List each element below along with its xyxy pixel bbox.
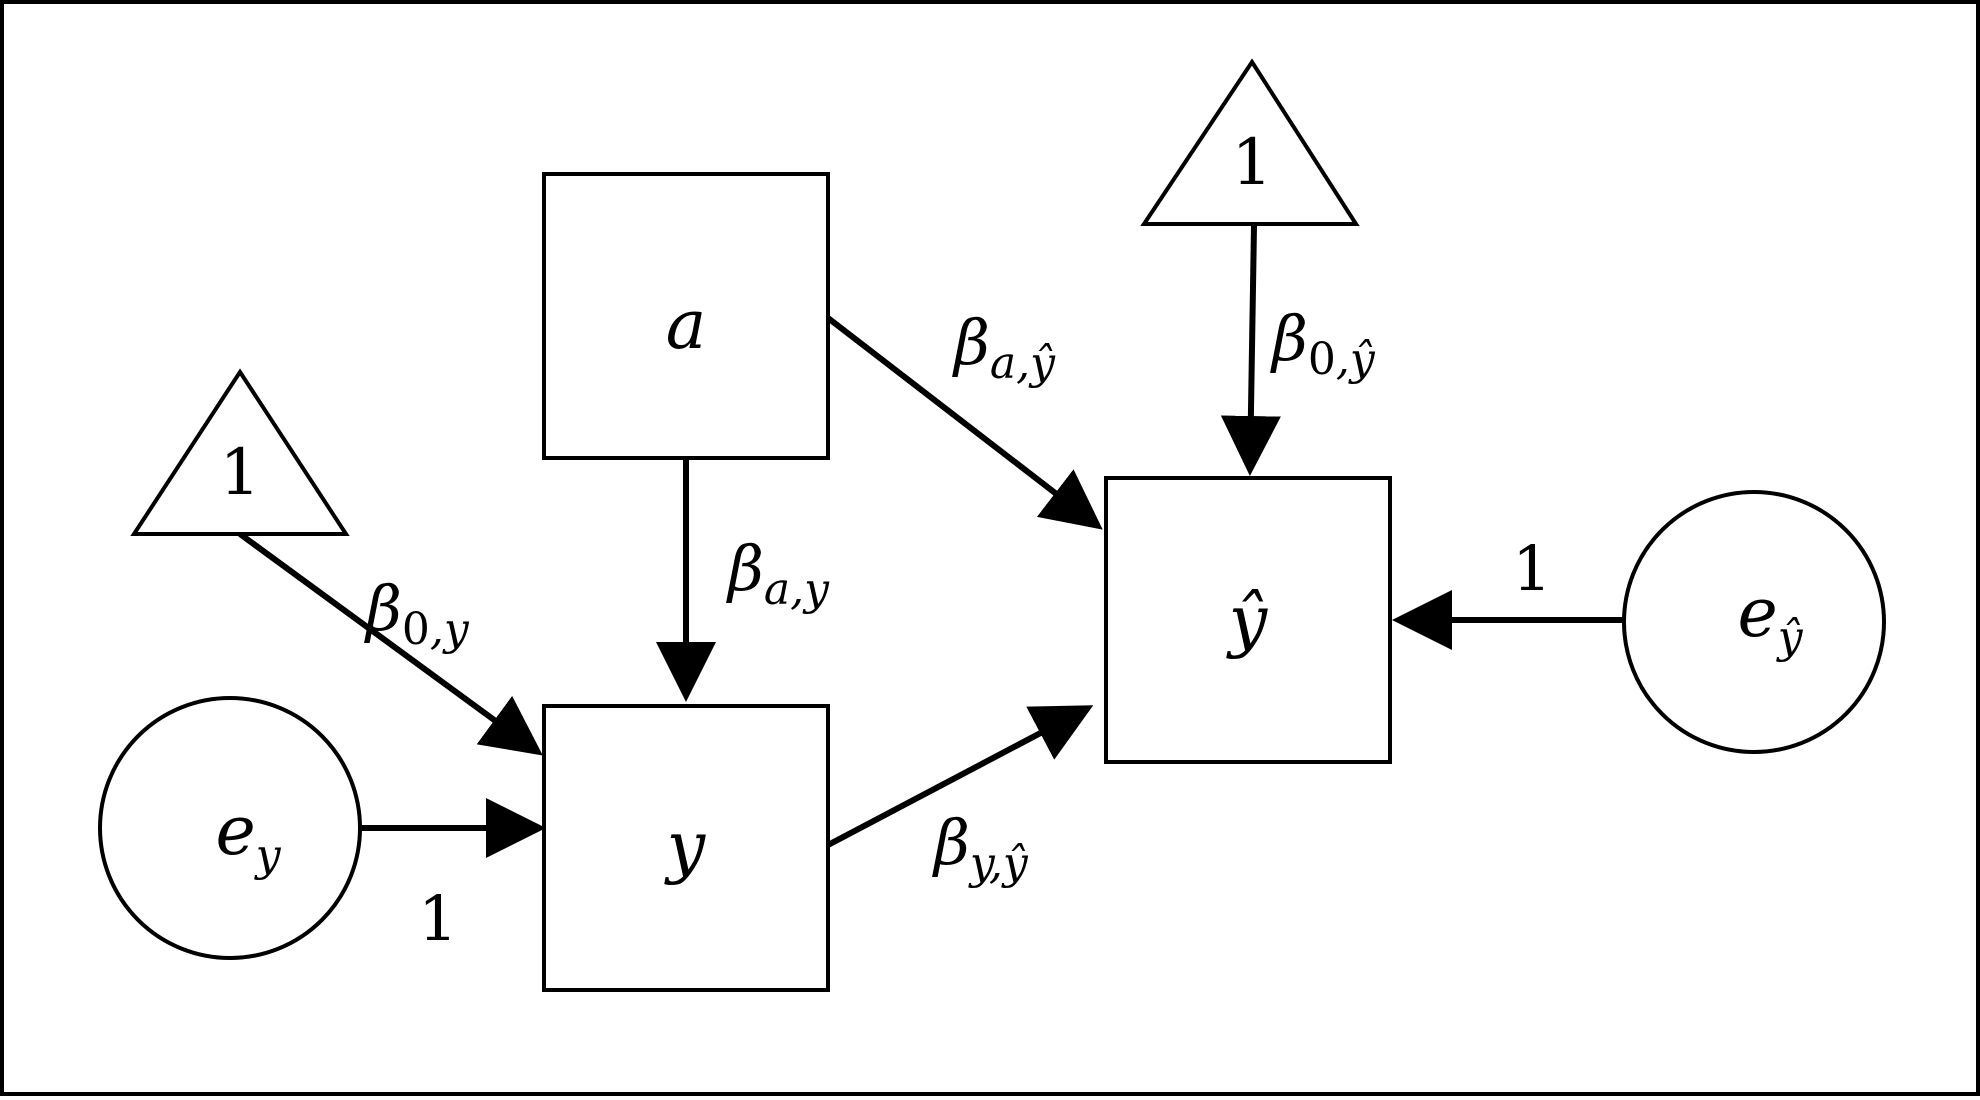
constant-y-label: 1 <box>220 436 261 510</box>
variable-a-label: a <box>666 286 707 365</box>
coef-a-y-label: βa,y <box>726 532 830 615</box>
variable-y-label: y <box>664 808 707 887</box>
constant-triangle-yhat <box>1140 58 1360 226</box>
constant-yhat-label: 1 <box>1232 126 1273 200</box>
variable-box-a <box>542 172 830 460</box>
weight-ey-label: 1 <box>418 882 457 955</box>
variable-box-y <box>542 704 830 992</box>
coef-a-yhat-label: βa,ŷ <box>952 306 1056 389</box>
coef-0-yhat-label: β0,ŷ <box>1270 302 1376 385</box>
variable-box-yhat <box>1104 476 1392 764</box>
error-eyhat-label: eŷ <box>1737 574 1803 663</box>
edge-const-to-y <box>238 531 543 756</box>
edge-const-to-yhat <box>1220 225 1281 476</box>
error-circle-eyhat <box>1622 490 1886 754</box>
edge-y-to-yhat <box>826 705 1094 848</box>
weight-eyhat-label: 1 <box>1512 532 1551 605</box>
coef-0-y-label: β0,y <box>364 572 470 655</box>
variable-yhat-label: ŷ <box>1226 582 1269 661</box>
coef-y-yhat-label: βy,ŷ <box>932 806 1029 889</box>
constant-triangle-y <box>130 368 350 536</box>
error-circle-ey <box>98 696 362 960</box>
edge-a-to-yhat <box>826 315 1103 530</box>
error-ey-label: ey <box>215 792 281 881</box>
